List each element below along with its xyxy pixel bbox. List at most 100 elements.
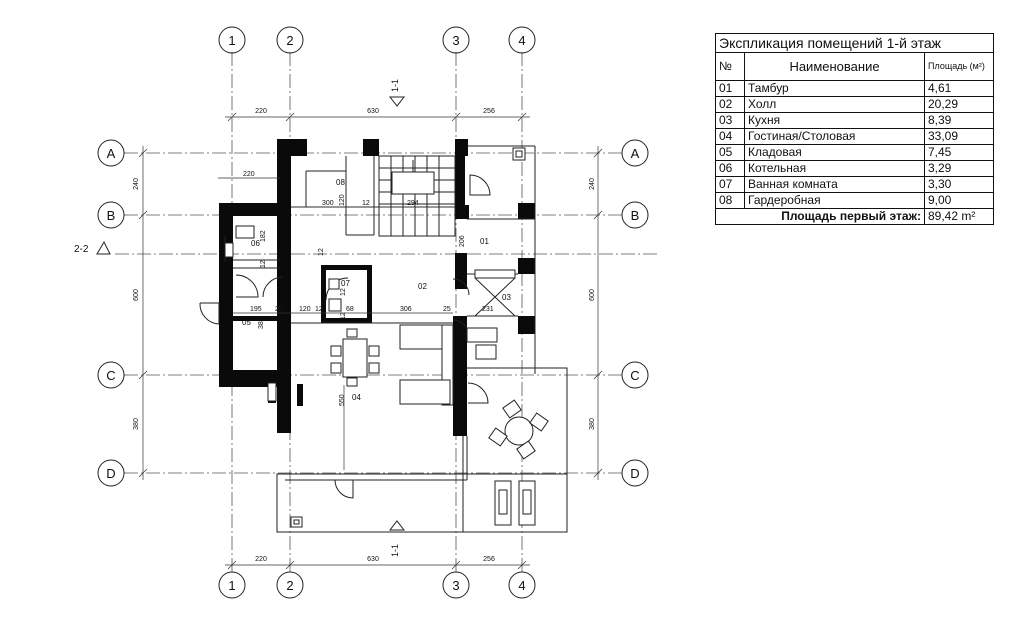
axis-label-a-left: A — [107, 146, 116, 161]
room-no: 06 — [715, 160, 745, 177]
inner-dim-2: 300 — [322, 200, 334, 207]
room-name: Холл — [744, 96, 925, 113]
room-area: 8,39 — [924, 112, 994, 129]
axis-label-4-bottom: 4 — [518, 578, 525, 593]
inner-dim-17: 206 — [459, 235, 466, 247]
dim-top-3: 256 — [483, 108, 495, 115]
room-area: 3,30 — [924, 176, 994, 193]
dim-bottom-2: 630 — [367, 556, 379, 563]
axis-label-a-right: A — [631, 146, 640, 161]
dim-top-1: 220 — [255, 108, 267, 115]
inner-dimensions: 220 300 120 12 294 182 12 195 25 120 12 … — [218, 171, 494, 470]
axis-label-c-left: C — [106, 368, 115, 383]
axis-grid — [115, 52, 660, 572]
header-no: № — [715, 52, 745, 81]
inner-dim-18: 12 — [340, 288, 347, 296]
inner-dim-5: 294 — [407, 200, 419, 207]
dim-right-1: 240 — [589, 178, 596, 190]
room-name: Тамбур — [744, 80, 925, 97]
section-mark-bottom: 1-1 — [390, 544, 400, 557]
inner-dim-16: 384 — [258, 317, 265, 329]
dim-right-2: 600 — [589, 289, 596, 301]
axis-bubbles: 1 2 3 4 1 2 3 4 A B C D A B C D — [97, 26, 649, 599]
axis-label-2-bottom: 2 — [286, 578, 293, 593]
axis-label-4-top: 4 — [518, 33, 525, 48]
room-explication-table: Экспликация помещений 1-й этаж № Наимено… — [715, 33, 994, 225]
room-label-02-hall: 02 — [418, 282, 427, 291]
inner-dim-11: 12 — [315, 306, 323, 313]
inner-dim-22: 12 — [459, 322, 466, 330]
room-label-06-boiler: 06 — [251, 239, 260, 248]
dim-top-2: 630 — [367, 108, 379, 115]
inner-dim-4: 12 — [362, 200, 370, 207]
axis-label-d-right: D — [630, 466, 639, 481]
total-value: 89,42 m² — [924, 208, 994, 225]
axis-label-1-top: 1 — [228, 33, 235, 48]
total-row: Площадь первый этаж: 89,42 m² — [715, 208, 994, 225]
inner-dim-13: 306 — [400, 306, 412, 313]
room-labels: 08 06 07 02 01 03 05 04 — [242, 178, 511, 402]
room-no: 04 — [715, 128, 745, 145]
inner-dim-10: 120 — [299, 306, 311, 313]
dimension-texts: 220 630 256 220 630 256 240 600 380 240 … — [133, 108, 596, 563]
room-no: 08 — [715, 192, 745, 209]
room-label-03-kitchen: 03 — [502, 293, 511, 302]
room-area: 9,00 — [924, 192, 994, 209]
inner-dim-9: 25 — [275, 306, 283, 313]
table-title: Экспликация помещений 1-й этаж — [715, 33, 994, 53]
inner-dim-14: 25 — [443, 306, 451, 313]
room-label-08-wardrobe: 08 — [336, 178, 345, 187]
axis-label-2-top: 2 — [286, 33, 293, 48]
walls — [219, 139, 535, 436]
inner-dim-1: 220 — [243, 171, 255, 178]
dim-left-2: 600 — [133, 289, 140, 301]
furniture — [224, 147, 549, 526]
room-label-04-living: 04 — [352, 393, 361, 402]
axis-label-3-top: 3 — [452, 33, 459, 48]
inner-dim-12: 68 — [346, 306, 354, 313]
room-name: Котельная — [744, 160, 925, 177]
axis-label-1-bottom: 1 — [228, 578, 235, 593]
inner-dim-8: 195 — [250, 306, 262, 313]
room-label-07-bathroom: 07 — [341, 279, 350, 288]
header-name: Наименование — [744, 52, 925, 81]
inner-dim-19: 550 — [339, 394, 346, 406]
inner-dim-23: 12 — [318, 248, 325, 256]
room-area: 4,61 — [924, 80, 994, 97]
room-name: Гостиная/Столовая — [744, 128, 925, 145]
inner-dim-7: 12 — [260, 260, 267, 268]
dim-bottom-1: 220 — [255, 556, 267, 563]
axis-label-b-left: B — [107, 208, 116, 223]
room-area: 33,09 — [924, 128, 994, 145]
inner-dim-15: 231 — [482, 306, 494, 313]
room-label-05-storage: 05 — [242, 318, 251, 327]
section-marks: 1-1 1-1 2-2 — [74, 79, 406, 557]
axis-label-b-right: B — [631, 208, 640, 223]
dim-left-3: 380 — [133, 418, 140, 430]
room-no: 05 — [715, 144, 745, 161]
dim-right-3: 380 — [589, 418, 596, 430]
total-label: Площадь первый этаж: — [715, 208, 925, 225]
axis-label-3-bottom: 3 — [452, 578, 459, 593]
room-name: Ванная комната — [744, 176, 925, 193]
section-mark-left: 2-2 — [74, 244, 89, 255]
room-area: 7,45 — [924, 144, 994, 161]
room-name: Гардеробная — [744, 192, 925, 209]
dim-left-1: 240 — [133, 178, 140, 190]
header-area: Площадь (м²) — [924, 52, 994, 81]
room-no: 02 — [715, 96, 745, 113]
dim-bottom-3: 256 — [483, 556, 495, 563]
room-name: Кухня — [744, 112, 925, 129]
room-no: 03 — [715, 112, 745, 129]
room-no: 01 — [715, 80, 745, 97]
room-area: 20,29 — [924, 96, 994, 113]
axis-label-d-left: D — [106, 466, 115, 481]
room-no: 07 — [715, 176, 745, 193]
